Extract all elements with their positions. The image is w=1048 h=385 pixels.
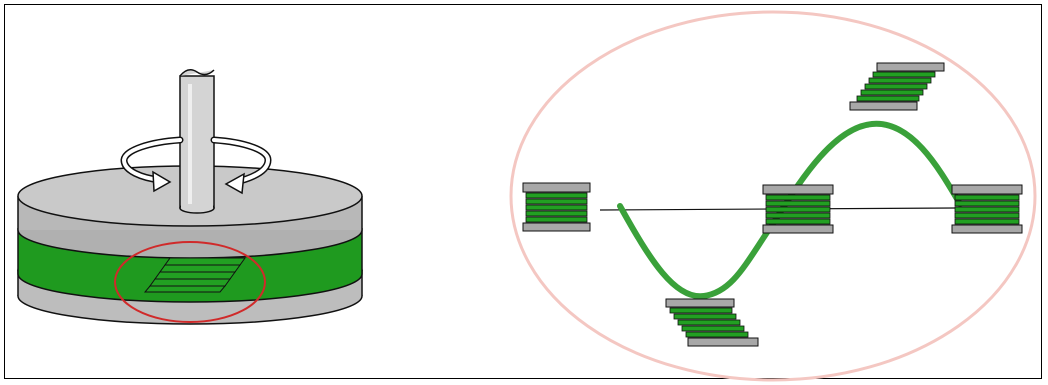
layer-stack-sheared-top xyxy=(849,62,945,111)
highlight-circle xyxy=(114,241,266,323)
zoom-ellipse xyxy=(509,10,1037,382)
layer-stack-neutral-left xyxy=(522,182,591,232)
layer-stack-neutral-right xyxy=(951,184,1023,234)
layer-stack-sheared-bottom xyxy=(665,298,759,347)
specimen-shear-layers xyxy=(143,257,246,293)
rheometer xyxy=(17,69,363,325)
spindle-shaft xyxy=(179,69,215,214)
rotation-arrows-icon xyxy=(120,136,272,195)
layer-stack-neutral-center xyxy=(762,184,834,234)
